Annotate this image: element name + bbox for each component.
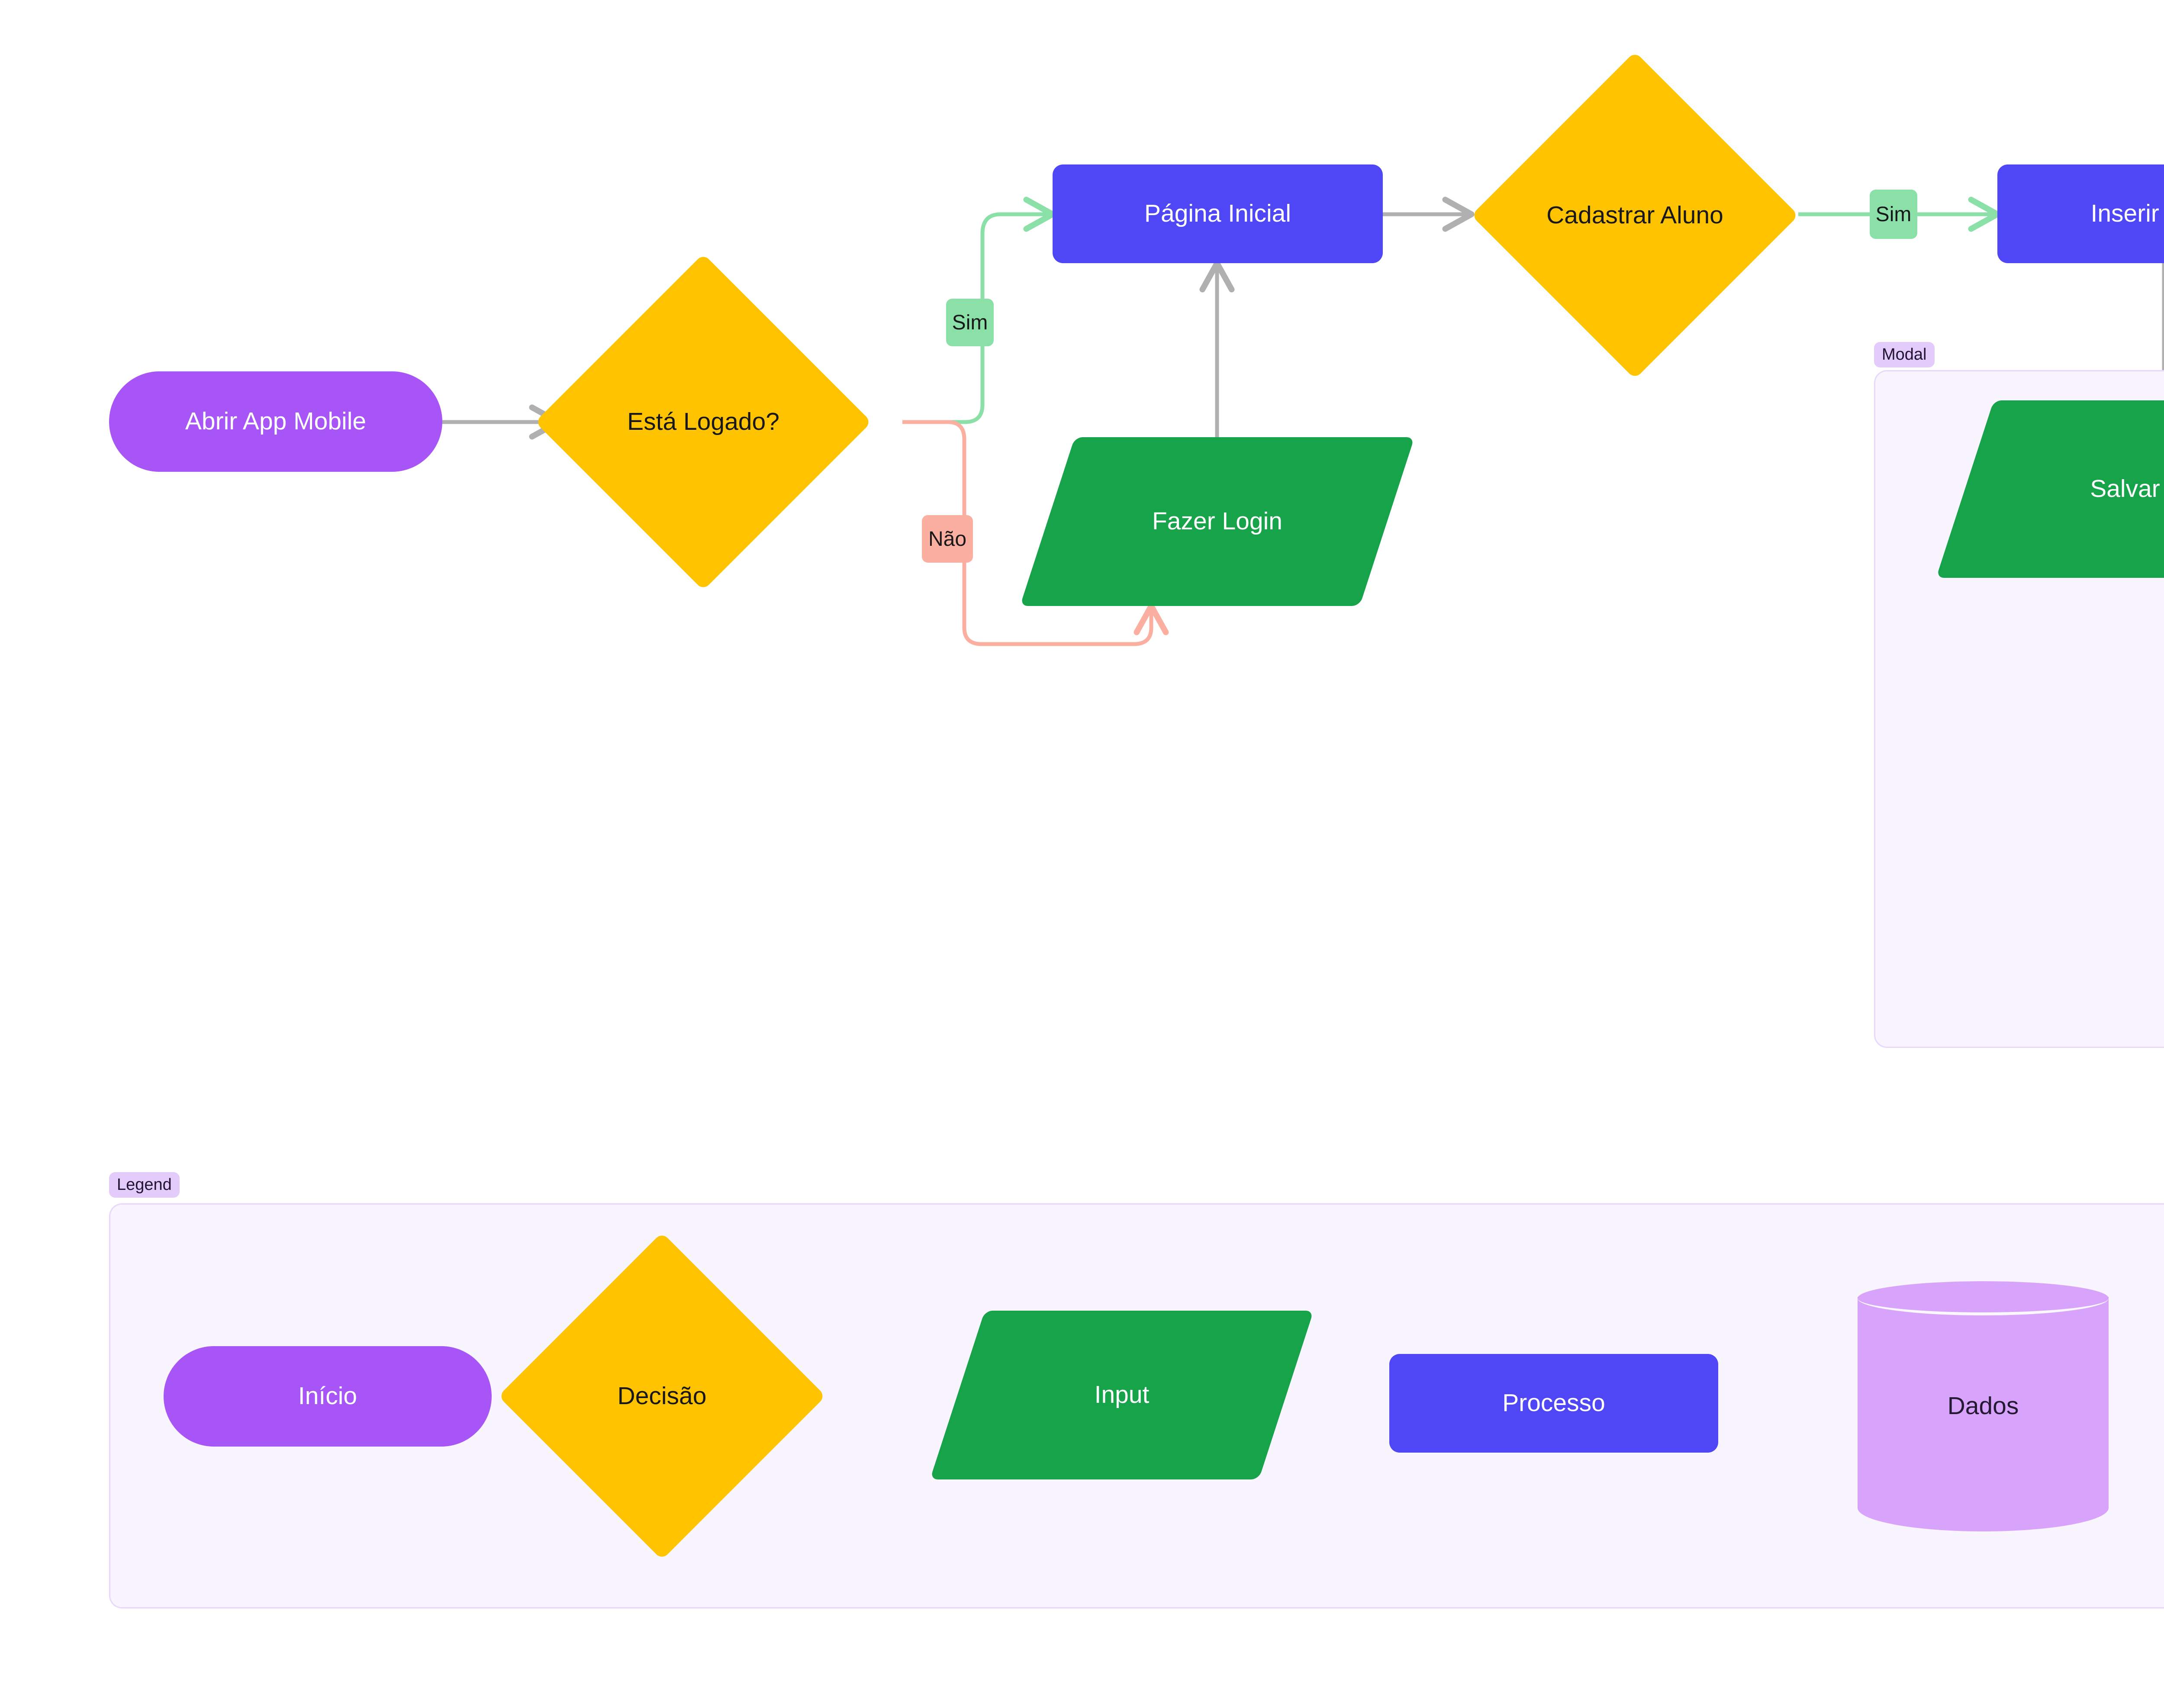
- legend-item-label: Decisão: [617, 1382, 707, 1410]
- edge-label-sim-cadastrar: Sim: [1870, 190, 1917, 239]
- legend-item-label: Dados: [1947, 1392, 2019, 1420]
- node-label: Página Inicial: [1144, 200, 1291, 228]
- node-label: Abrir App Mobile: [185, 407, 367, 435]
- node-label: Inserir Dados: [2090, 200, 2164, 228]
- node-salvar[interactable]: Salvar: [1936, 400, 2164, 578]
- cylinder-top: [1858, 1281, 2109, 1315]
- legend-item-inicio[interactable]: Início: [164, 1346, 492, 1447]
- legend-item-label: Input: [1094, 1381, 1150, 1409]
- node-fazer-login[interactable]: Fazer Login: [1020, 437, 1415, 606]
- legend-item-label: Início: [298, 1382, 357, 1410]
- node-esta-logado[interactable]: Está Logado?: [535, 254, 872, 590]
- legend-item-label: Processo: [1502, 1389, 1605, 1417]
- legend-item-input[interactable]: Input: [930, 1311, 1314, 1479]
- node-label: Fazer Login: [1152, 507, 1282, 535]
- node-label: Cadastrar Aluno: [1546, 201, 1723, 229]
- modal-group-badge: Modal: [1874, 342, 1935, 367]
- node-abrir-app-mobile[interactable]: Abrir App Mobile: [109, 371, 442, 472]
- legend-item-dados[interactable]: Dados: [1858, 1281, 2109, 1531]
- node-cadastrar-aluno[interactable]: Cadastrar Aluno: [1471, 52, 1799, 379]
- edge-label-nao-logado: Não: [922, 515, 973, 563]
- node-label: Salvar: [2090, 475, 2160, 503]
- legend-group-badge: Legend: [109, 1172, 180, 1198]
- legend-item-decisao[interactable]: Decisão: [498, 1232, 826, 1560]
- node-inserir-dados[interactable]: Inserir Dados: [1997, 164, 2164, 263]
- cylinder-body: [1858, 1297, 2109, 1531]
- node-label: Está Logado?: [627, 408, 779, 436]
- node-pagina-inicial[interactable]: Página Inicial: [1053, 164, 1383, 263]
- edge-label-sim-logado: Sim: [946, 299, 994, 346]
- legend-item-processo[interactable]: Processo: [1389, 1354, 1718, 1453]
- edge-logado-nao: [902, 420, 1169, 646]
